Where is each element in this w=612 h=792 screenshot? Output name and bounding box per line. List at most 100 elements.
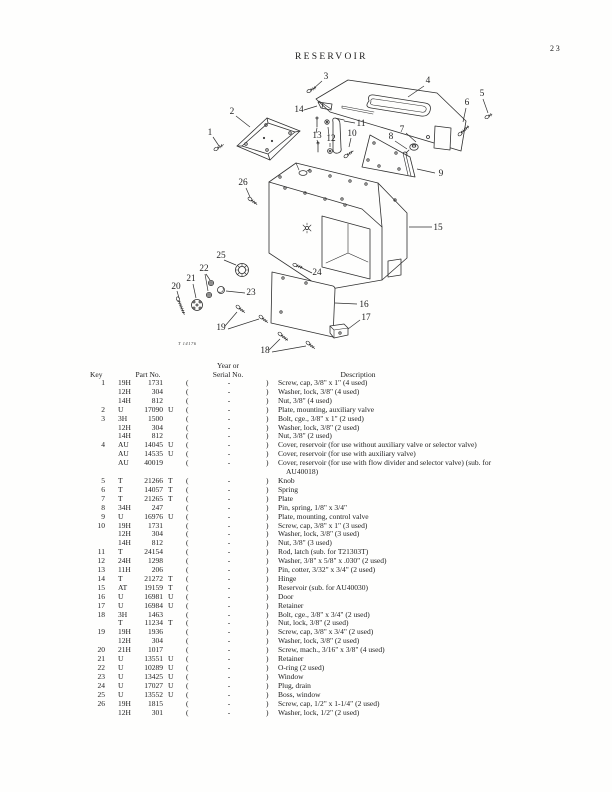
part-description: Rod, latch (sub. for T21303T) xyxy=(278,547,369,557)
part-suffix: U xyxy=(168,689,174,699)
part-suffix: T xyxy=(168,493,173,503)
serial-close: ) xyxy=(266,538,269,548)
part-description: Retainer xyxy=(278,600,304,610)
part-prefix: U xyxy=(118,591,124,601)
part-prefix: AU xyxy=(118,449,129,459)
serial-open: ( xyxy=(186,413,189,423)
part-number: 11234 xyxy=(144,618,163,628)
callout-16: 16 xyxy=(359,300,369,310)
serial-dash: - xyxy=(227,547,231,557)
callout-17: 17 xyxy=(361,313,371,323)
part-description: Plate, mounting, auxiliary valve xyxy=(278,404,375,414)
callout-5: 5 xyxy=(480,89,485,99)
serial-open: ( xyxy=(186,458,189,468)
serial-close: ) xyxy=(266,422,269,432)
part-prefix: T xyxy=(118,493,123,503)
part-description: Washer, 3/8" x 5/8" x .030" (2 used) xyxy=(278,556,387,566)
part-description: Nut, 3/8" (2 used) xyxy=(278,431,332,441)
part-prefix: 12H xyxy=(118,422,131,432)
part-number: 206 xyxy=(151,565,163,575)
callout-13: 13 xyxy=(312,131,322,141)
part-key: 25 xyxy=(97,689,106,699)
serial-dash: - xyxy=(227,511,231,521)
serial-dash: - xyxy=(227,680,231,690)
serial-close: ) xyxy=(266,689,269,699)
screw-glyph xyxy=(235,304,246,314)
serial-dash: - xyxy=(227,636,231,646)
part-description: Washer, lock, 3/8" (4 used) xyxy=(278,386,360,396)
serial-close: ) xyxy=(266,484,269,494)
screw-glyph xyxy=(305,340,316,350)
part-number: 304 xyxy=(151,422,163,432)
part-description: AU40018) xyxy=(286,467,319,477)
part-number: 1815 xyxy=(148,698,163,708)
serial-dash: - xyxy=(227,609,231,619)
serial-close: ) xyxy=(266,645,269,655)
serial-dash: - xyxy=(227,663,231,672)
callout-3: 3 xyxy=(324,72,329,82)
part-key: 22 xyxy=(97,663,106,672)
serial-dash: - xyxy=(227,395,231,405)
part-description: Bolt, cge., 3/8" x 3/4" (2 used) xyxy=(278,609,370,619)
part-prefix: 12H xyxy=(118,636,131,646)
part-description: Window xyxy=(278,671,304,681)
retainer-drawing xyxy=(329,323,349,339)
serial-dash: - xyxy=(227,386,231,396)
serial-close: ) xyxy=(266,609,269,619)
table-row: AU40018) xyxy=(88,467,558,477)
col-header-key: Key xyxy=(90,370,103,379)
part-description: Nut, 3/8" (3 used) xyxy=(278,538,332,548)
cover-drawing xyxy=(315,79,467,152)
part-number: 21272 xyxy=(144,573,163,583)
part-number: 1731 xyxy=(148,520,163,530)
callout-23: 23 xyxy=(246,288,256,298)
serial-open: ( xyxy=(186,431,189,441)
part-number: 304 xyxy=(151,529,163,539)
serial-dash: - xyxy=(227,458,231,468)
callout-19: 19 xyxy=(216,323,226,333)
serial-open: ( xyxy=(186,493,189,503)
serial-dash: - xyxy=(227,538,231,548)
serial-open: ( xyxy=(186,422,189,432)
serial-close: ) xyxy=(266,378,269,387)
part-number: 1731 xyxy=(148,378,163,387)
part-key: 17 xyxy=(97,600,106,610)
part-description: Pin, cotter, 3/32" x 3/4" (2 used) xyxy=(278,565,376,575)
serial-open: ( xyxy=(186,707,189,717)
part-suffix: U xyxy=(168,449,174,459)
serial-open: ( xyxy=(186,698,189,708)
part-description: Door xyxy=(278,591,294,601)
part-key: 26 xyxy=(97,698,106,708)
serial-close: ) xyxy=(266,627,269,637)
serial-dash: - xyxy=(227,654,231,664)
serial-open: ( xyxy=(186,520,189,530)
serial-close: ) xyxy=(266,547,269,557)
part-prefix: T xyxy=(118,547,123,557)
serial-dash: - xyxy=(227,600,231,610)
part-prefix: 19H xyxy=(118,627,131,637)
serial-dash: - xyxy=(227,698,231,708)
page-number: 23 xyxy=(550,44,562,53)
serial-close: ) xyxy=(266,600,269,610)
part-description: Cover, reservoir (for use with auxiliary… xyxy=(278,449,416,459)
latch-rod-drawing xyxy=(315,116,345,154)
serial-open: ( xyxy=(186,689,189,699)
figure-id: T 14176 xyxy=(178,341,197,346)
serial-dash: - xyxy=(227,618,231,628)
serial-close: ) xyxy=(266,654,269,664)
serial-open: ( xyxy=(186,386,189,396)
part-key: 13 xyxy=(97,565,106,575)
serial-dash: - xyxy=(227,404,231,414)
part-number: 812 xyxy=(151,395,163,405)
callout-9: 9 xyxy=(439,169,444,179)
callout-8: 8 xyxy=(389,132,394,142)
part-description: Screw, cap, 1/2" x 1-1/4" (2 used) xyxy=(278,698,380,708)
serial-close: ) xyxy=(266,618,269,628)
part-number: 16981 xyxy=(144,591,163,601)
